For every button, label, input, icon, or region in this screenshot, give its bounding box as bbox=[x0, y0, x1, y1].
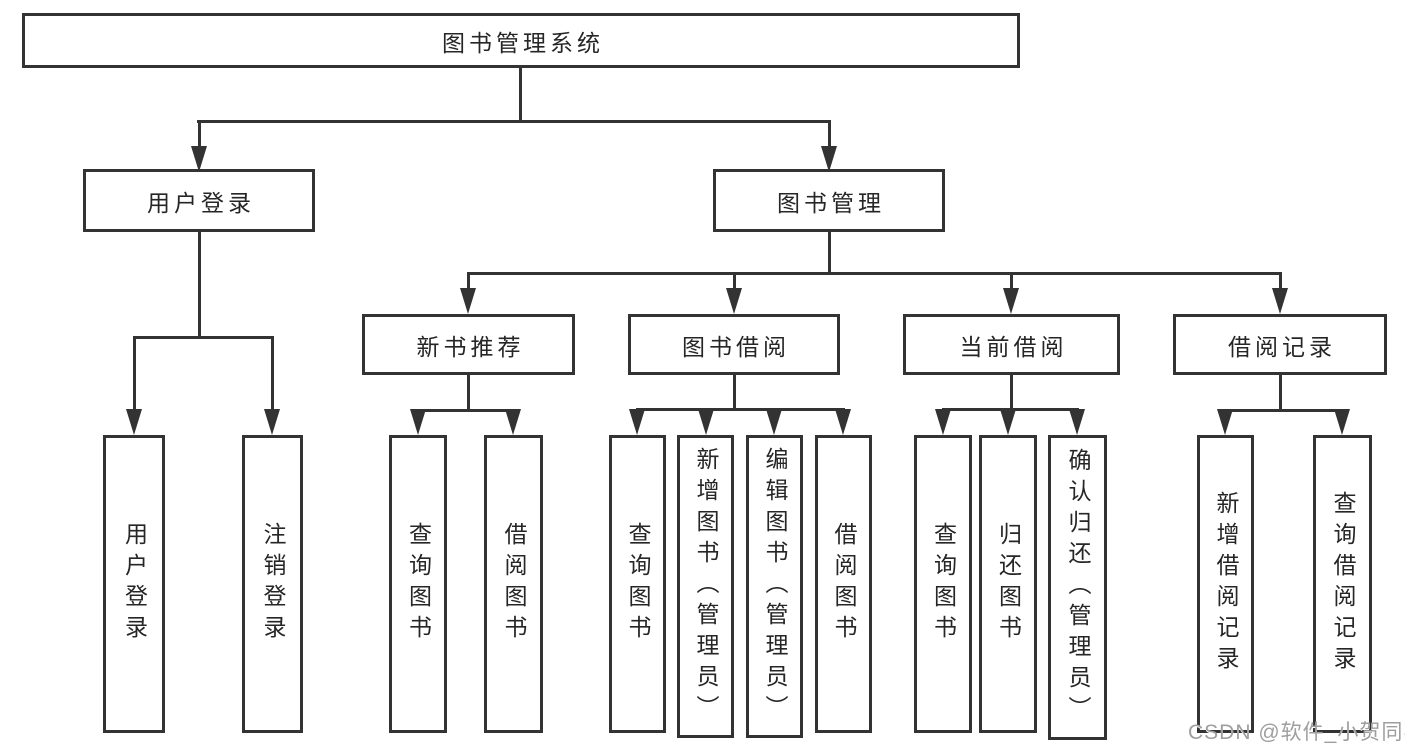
leaf-label: 新增借阅记录 bbox=[1213, 491, 1239, 677]
connector-arrow-stem bbox=[828, 120, 831, 147]
leaf-user-login: 用户登录 bbox=[103, 435, 165, 733]
node-borrow-records: 借阅记录 bbox=[1173, 314, 1387, 375]
leaf-query-books: 查询图书 bbox=[609, 435, 666, 733]
arrow-down-icon bbox=[460, 288, 476, 314]
connector-stub bbox=[1010, 375, 1013, 409]
leaf-confirm-return-admin: 确认归还（管理员） bbox=[1048, 435, 1107, 740]
connector-arrow-stem bbox=[1279, 272, 1282, 289]
arrow-down-icon bbox=[1003, 288, 1019, 314]
leaf-label: 编辑图书（管理员） bbox=[762, 447, 788, 726]
connector-arrow-stem bbox=[198, 120, 201, 147]
connector-book-mgmt-stub bbox=[828, 232, 831, 272]
leaf-label: 归还图书 bbox=[995, 522, 1022, 646]
connector-root-stub bbox=[519, 68, 522, 120]
leaf-label: 查询图书 bbox=[405, 522, 432, 646]
connector-stub bbox=[733, 375, 736, 409]
connector-stub bbox=[1279, 375, 1282, 410]
arrow-down-icon bbox=[264, 409, 280, 435]
leaf-label: 用户登录 bbox=[121, 522, 148, 646]
arrow-down-icon bbox=[1334, 409, 1350, 435]
connector-user-login-branch bbox=[133, 336, 274, 339]
connector-branch bbox=[417, 409, 516, 412]
node-root-library-system: 图书管理系统 bbox=[22, 13, 1020, 68]
arrow-down-icon bbox=[1217, 409, 1233, 435]
leaf-query-books: 查询图书 bbox=[914, 435, 972, 733]
leaf-label: 查询图书 bbox=[930, 522, 957, 646]
leaf-query-books: 查询图书 bbox=[389, 435, 447, 733]
leaf-logout: 注销登录 bbox=[242, 435, 303, 733]
node-user-login: 用户登录 bbox=[83, 169, 315, 232]
leaf-return-books: 归还图书 bbox=[979, 435, 1037, 733]
connector-arrow-stem bbox=[1010, 272, 1013, 289]
connector-branch bbox=[636, 408, 845, 411]
csdn-watermark: CSDN @软件_小贺同学 bbox=[1188, 721, 1405, 744]
arrow-down-icon bbox=[1069, 409, 1085, 435]
leaf-borrow-books: 借阅图书 bbox=[484, 435, 543, 733]
connector-branch bbox=[1224, 409, 1344, 412]
arrow-down-icon bbox=[410, 409, 426, 435]
arrow-down-icon bbox=[126, 409, 142, 435]
node-book-management: 图书管理 bbox=[713, 169, 945, 232]
arrow-down-icon bbox=[505, 409, 521, 435]
leaf-label: 确认归还（管理员） bbox=[1065, 448, 1091, 727]
leaf-label: 借阅图书 bbox=[831, 522, 857, 646]
leaf-borrow-books: 借阅图书 bbox=[815, 435, 872, 733]
connector-user-login-stub bbox=[198, 232, 201, 336]
leaf-label: 注销登录 bbox=[260, 522, 286, 646]
connector-level3-branch bbox=[467, 272, 1281, 275]
connector-arrow-stem bbox=[733, 272, 736, 289]
arrow-down-icon bbox=[1000, 409, 1016, 435]
node-new-book-recommend: 新书推荐 bbox=[362, 314, 575, 375]
arrow-down-icon bbox=[629, 409, 645, 435]
arrow-down-icon bbox=[935, 409, 951, 435]
leaf-label: 查询图书 bbox=[625, 522, 651, 646]
arrow-down-icon bbox=[1272, 288, 1288, 314]
connector-level2-branch bbox=[197, 120, 831, 123]
leaf-label: 新增图书（管理员） bbox=[693, 447, 719, 726]
arrow-down-icon bbox=[766, 409, 782, 435]
node-book-borrow: 图书借阅 bbox=[628, 314, 840, 375]
leaf-add-books-admin: 新增图书（管理员） bbox=[677, 435, 734, 738]
leaf-query-borrow-record: 查询借阅记录 bbox=[1313, 435, 1372, 733]
leaf-edit-books-admin: 编辑图书（管理员） bbox=[746, 435, 803, 738]
arrow-down-icon bbox=[835, 409, 851, 435]
arrow-down-icon bbox=[698, 409, 714, 435]
connector-arrow-stem bbox=[467, 272, 470, 289]
arrow-down-icon bbox=[821, 146, 837, 172]
leaf-label: 查询借阅记录 bbox=[1330, 491, 1356, 677]
leaf-add-borrow-record: 新增借阅记录 bbox=[1197, 435, 1254, 733]
connector-arrow-stem bbox=[271, 336, 274, 410]
node-current-borrow: 当前借阅 bbox=[903, 314, 1120, 375]
arrow-down-icon bbox=[191, 146, 207, 172]
arrow-down-icon bbox=[726, 288, 742, 314]
connector-arrow-stem bbox=[133, 336, 136, 410]
leaf-label: 借阅图书 bbox=[501, 522, 527, 646]
connector-stub bbox=[467, 375, 470, 410]
